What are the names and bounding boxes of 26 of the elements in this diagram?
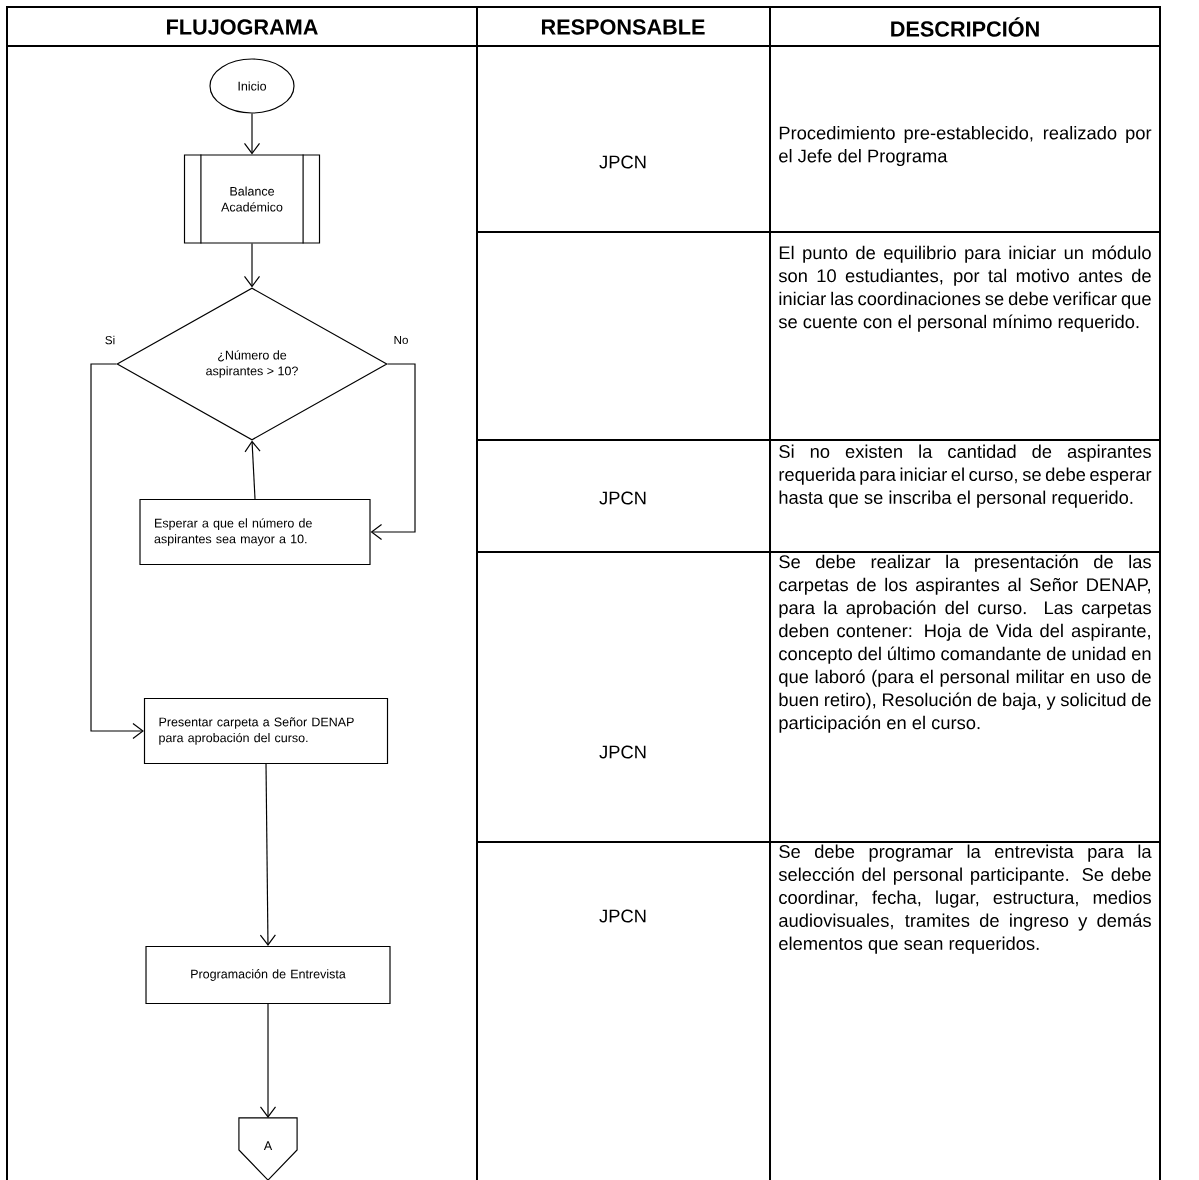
arrow — [90, 363, 144, 740]
table-cell: JPCN — [599, 155, 646, 169]
table-cell: El punto de equilibrio para iniciar un módulo son 10 estudiantes, por tal motivo antes de iniciar las coordinaciones se debe verificar que se cuente con el personal mínimo requerido. — [778, 245, 1151, 332]
table-cell: JPCN — [599, 491, 646, 505]
column-header: DESCRIPCIÓN — [891, 17, 1039, 37]
edge-label: No — [391, 334, 411, 346]
table-cell: Se debe programar la entrevista para la selección del personal participante. Se debe coordinar, fecha, lugar, estructura, medios audiovisuales, tramites de ingreso y demás elementos que sean requeridos. — [778, 844, 1152, 954]
arrow — [243, 113, 261, 155]
subprocess-box: Balance Académico — [183, 153, 321, 245]
arrow — [259, 763, 276, 946]
process-box: Presentar carpeta a Señor DENAP para aprobación del curso. — [143, 697, 389, 765]
process-box: Esperar a que el número de aspirantes sea mayor a 10. — [139, 498, 371, 566]
table-cell: Procedimiento pre-establecido, realizado por el Jefe del Programa — [779, 125, 1152, 167]
off-page-connector: A — [238, 1117, 298, 1180]
arrow — [370, 363, 416, 541]
column-header: FLUJOGRAMA — [167, 19, 318, 35]
table-cell: JPCN — [599, 745, 646, 759]
column-header: RESPONSABLE — [542, 19, 705, 35]
table-cell: JPCN — [599, 909, 646, 923]
process-box: Programación de Entrevista — [145, 945, 391, 1005]
arrow — [244, 440, 261, 500]
table-cell: Se debe realizar la presentación de las carpetas de los aspirantes al Señor DENAP, para la aprobación del curso. Las carpetas deben contener: Hoja de Vida del aspirante, concepto del último comandante de unidad en que laboró (para el personal militar en uso de buen retiro), Resolución de baja, y solicitud de participación en el curso. — [779, 554, 1151, 733]
table-cell: Si no existen la cantidad de aspirantes requerida para iniciar el curso, se debe esperar hasta que se inscriba el personal requerido. — [779, 444, 1152, 508]
edge-label: Si — [103, 334, 117, 346]
arrow — [259, 1003, 277, 1118]
arrow — [243, 243, 261, 288]
